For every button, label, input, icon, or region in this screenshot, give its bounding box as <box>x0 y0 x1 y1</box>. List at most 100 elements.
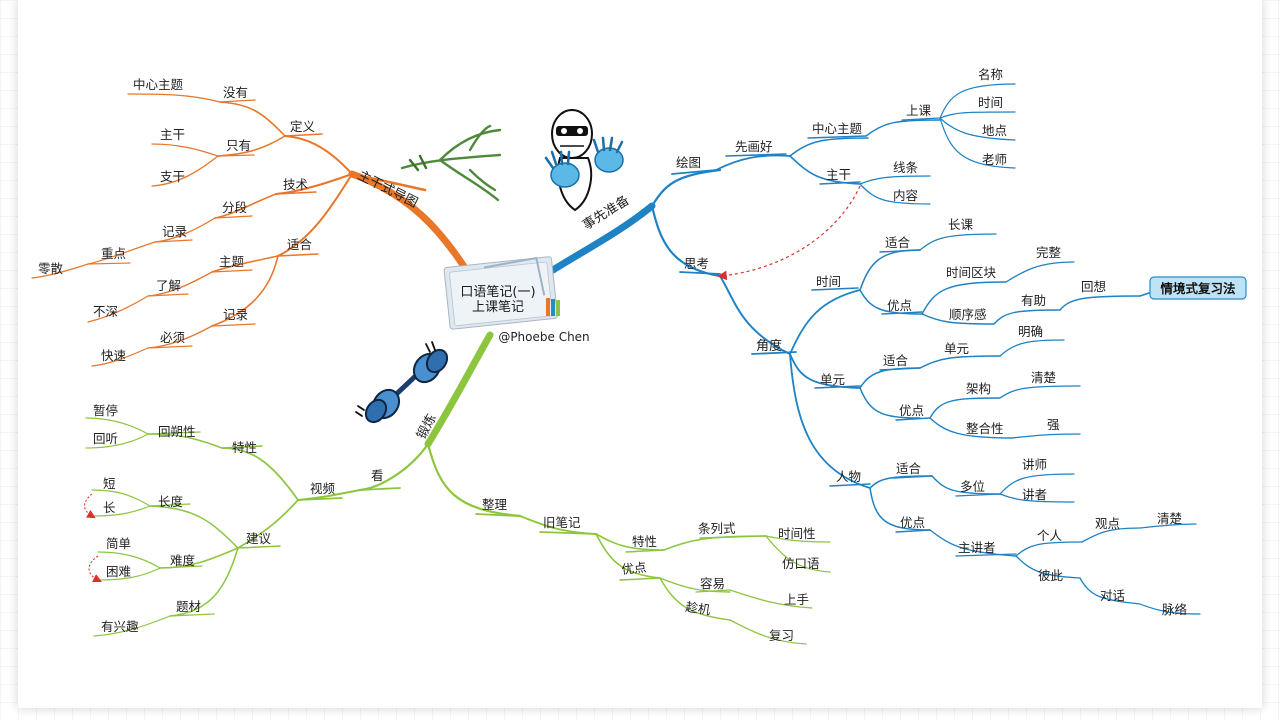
node-drawing[interactable]: 绘图 <box>676 155 701 170</box>
node-viewpoint[interactable]: 观点 <box>1095 516 1120 531</box>
node-length[interactable]: 长度 <box>158 494 184 509</box>
node-multiple[interactable]: 多位 <box>960 479 985 494</box>
node-short[interactable]: 短 <box>103 476 116 491</box>
node-subject[interactable]: 题材 <box>176 599 201 614</box>
node-timely[interactable]: 时间性 <box>778 526 816 541</box>
pencil-blue-icon <box>551 299 555 316</box>
node-lecturer[interactable]: 讲师 <box>1022 457 1047 472</box>
branch-blue <box>549 83 1201 615</box>
node-mimic-speech[interactable]: 仿口语 <box>782 556 820 571</box>
node-complete[interactable]: 完整 <box>1036 245 1062 260</box>
node-rewind[interactable]: 回朔性 <box>158 424 196 439</box>
node-shallow[interactable]: 不深 <box>93 304 118 319</box>
node-long[interactable]: 长 <box>103 500 116 515</box>
node-suitable-t[interactable]: 适合 <box>885 235 911 250</box>
node-simple[interactable]: 简单 <box>106 536 131 551</box>
node-content[interactable]: 内容 <box>893 188 918 203</box>
node-interested[interactable]: 有兴趣 <box>101 619 139 634</box>
node-easy[interactable]: 容易 <box>700 576 725 591</box>
dumbbell-icon <box>355 341 449 424</box>
node-list-style[interactable]: 条列式 <box>698 521 736 536</box>
blue-main-trunk <box>549 202 656 274</box>
node-must[interactable]: 必须 <box>160 330 186 345</box>
simple-hard-arrow <box>88 555 102 582</box>
node-class[interactable]: 上课 <box>906 103 932 118</box>
node-key-point[interactable]: 重点 <box>101 246 126 261</box>
node-topic[interactable]: 主题 <box>219 254 245 269</box>
node-time-block[interactable]: 时间区块 <box>946 265 997 280</box>
node-pause[interactable]: 暂停 <box>93 403 118 418</box>
node-old-notes[interactable]: 旧笔记 <box>543 515 581 530</box>
node-context[interactable]: 脉络 <box>1162 602 1188 617</box>
node-strong[interactable]: 强 <box>1047 417 1060 432</box>
node-helpful[interactable]: 有助 <box>1021 293 1046 308</box>
node-angle[interactable]: 角度 <box>756 338 782 354</box>
node-branch[interactable]: 支干 <box>160 169 185 184</box>
node-technique[interactable]: 技术 <box>283 177 309 192</box>
node-people[interactable]: 人物 <box>836 469 861 484</box>
node-video[interactable]: 视频 <box>310 481 336 496</box>
node-teacher[interactable]: 老师 <box>982 152 1007 167</box>
node-dialogue[interactable]: 对话 <box>1100 588 1125 603</box>
scenario-review-badge[interactable]: 情境式复习法 <box>1149 276 1247 300</box>
node-record[interactable]: 记录 <box>162 224 187 239</box>
node-main-speaker[interactable]: 主讲者 <box>958 540 996 555</box>
node-trunk[interactable]: 主干 <box>160 127 185 142</box>
node-segment[interactable]: 分段 <box>222 200 247 215</box>
node-hard[interactable]: 困难 <box>106 564 131 579</box>
node-structure[interactable]: 架构 <box>966 381 991 396</box>
relation-arrow <box>717 185 861 281</box>
node-get-started[interactable]: 上手 <box>784 592 809 607</box>
node-suitable-u[interactable]: 适合 <box>883 353 909 368</box>
node-feature-o[interactable]: 特性 <box>632 534 657 549</box>
node-scattered[interactable]: 零散 <box>38 261 64 276</box>
node-suitable-p[interactable]: 适合 <box>896 461 922 476</box>
node-watch[interactable]: 看 <box>371 468 384 483</box>
node-thinking[interactable]: 思考 <box>684 256 709 271</box>
node-lines[interactable]: 线条 <box>893 160 919 175</box>
node-sequence[interactable]: 顺序感 <box>949 307 987 322</box>
node-each-other[interactable]: 彼此 <box>1038 568 1064 583</box>
node-only[interactable]: 只有 <box>226 138 251 153</box>
orange-def-link <box>284 135 353 175</box>
node-review[interactable]: 复习 <box>769 628 794 643</box>
node-clear-u[interactable]: 清楚 <box>1031 370 1057 385</box>
node-fast[interactable]: 快速 <box>101 348 127 363</box>
node-unit[interactable]: 单元 <box>820 372 845 387</box>
node-replay[interactable]: 回听 <box>93 431 118 446</box>
node-definition[interactable]: 定义 <box>290 119 316 134</box>
node-unit-u[interactable]: 单元 <box>944 341 969 356</box>
center-title-line2: 上课笔记 <box>472 299 524 315</box>
node-difficulty[interactable]: 难度 <box>170 553 196 568</box>
node-advantage-o[interactable]: 优点 <box>621 559 647 577</box>
node-advantage-u[interactable]: 优点 <box>899 403 924 418</box>
node-definite[interactable]: 明确 <box>1018 324 1043 339</box>
node-advantage-t[interactable]: 优点 <box>887 298 912 313</box>
node-speaker[interactable]: 讲者 <box>1022 487 1047 502</box>
node-center-topic-b[interactable]: 中心主题 <box>812 121 863 136</box>
node-understand[interactable]: 了解 <box>156 278 181 293</box>
node-center-topic[interactable]: 中心主题 <box>133 77 184 92</box>
orange-main-trunk <box>348 170 469 272</box>
node-take-chance[interactable]: 趁机 <box>685 599 712 617</box>
node-draw-first[interactable]: 先画好 <box>735 139 773 154</box>
node-place[interactable]: 地点 <box>982 123 1007 138</box>
node-trunk-b[interactable]: 主干 <box>826 167 851 182</box>
center-node[interactable]: 口语笔记(一) 上课笔记 <box>443 256 560 330</box>
node-clear-p[interactable]: 清楚 <box>1157 511 1183 526</box>
node-advantage-p[interactable]: 优点 <box>900 515 925 530</box>
node-time-angle[interactable]: 时间 <box>816 274 841 289</box>
node-feature[interactable]: 特性 <box>232 440 257 455</box>
node-suggestion[interactable]: 建议 <box>246 531 272 546</box>
node-record-2[interactable]: 记录 <box>223 307 248 322</box>
node-long-class[interactable]: 长课 <box>948 217 974 232</box>
node-integration[interactable]: 整合性 <box>966 421 1004 436</box>
node-organize[interactable]: 整理 <box>482 497 508 512</box>
node-main-trunk-map[interactable]: 主干式导图 <box>355 168 420 211</box>
node-individual[interactable]: 个人 <box>1037 528 1063 543</box>
node-recall[interactable]: 回想 <box>1081 279 1106 294</box>
node-time[interactable]: 时间 <box>978 95 1003 110</box>
node-name[interactable]: 名称 <box>978 67 1003 82</box>
node-suitable[interactable]: 适合 <box>287 237 313 252</box>
node-none[interactable]: 没有 <box>223 85 248 100</box>
